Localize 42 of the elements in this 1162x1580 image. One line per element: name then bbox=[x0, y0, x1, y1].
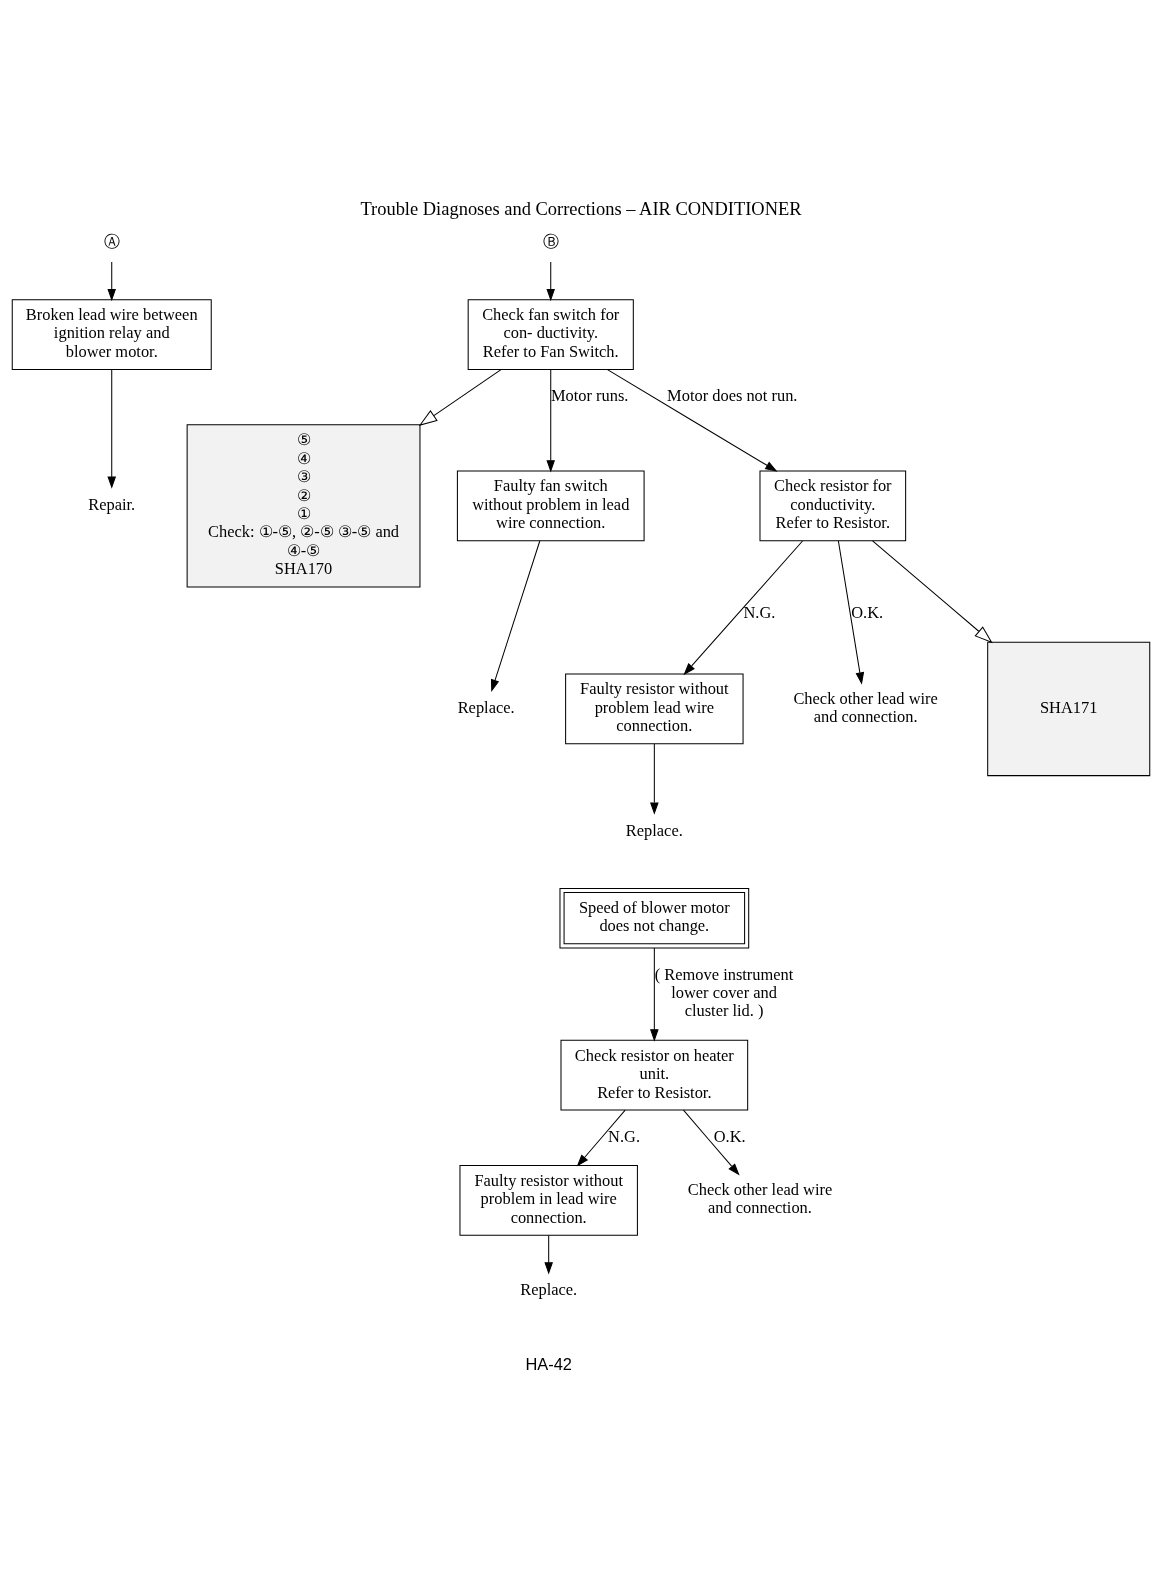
node-text: Check other lead wire and connection. bbox=[687, 1179, 833, 1217]
node-box: ⑤ ④ ③ ② ① Check: ①-⑤, ②-⑤ ③-⑤ and ④-⑤ SHA170 bbox=[186, 423, 421, 587]
node-box: SHA171 bbox=[987, 641, 1151, 776]
node-text: Replace. bbox=[457, 697, 515, 717]
edge-label: Motor runs. bbox=[550, 385, 629, 405]
node-box: Speed of blower motor does not change. bbox=[559, 887, 750, 948]
arrow bbox=[546, 260, 556, 301]
arrow bbox=[107, 260, 117, 301]
arrow bbox=[683, 540, 804, 675]
arrow bbox=[107, 368, 117, 489]
edge-label: Motor does not run. bbox=[667, 385, 798, 405]
node-text: Ⓑ bbox=[542, 231, 559, 251]
arrow bbox=[546, 368, 556, 472]
arrow bbox=[418, 368, 502, 426]
arrow bbox=[837, 540, 865, 685]
arrow bbox=[872, 539, 993, 643]
node-box: Check resistor for conductivity. Refer to Resistor. bbox=[759, 469, 907, 541]
arrow bbox=[490, 540, 541, 692]
edge-label: O.K. bbox=[713, 1126, 746, 1146]
arrow bbox=[544, 1234, 553, 1275]
node-box: Check fan switch for con- ductivity. Refer to Fan Switch. bbox=[467, 298, 634, 370]
diagram-title: Trouble Diagnoses and Corrections – AIR CONDITIONER bbox=[360, 198, 802, 219]
node-box: Broken lead wire between ignition relay and blower motor. bbox=[11, 298, 212, 370]
node-box: Faulty fan switch without problem in lead wire connection. bbox=[456, 469, 645, 541]
arrow bbox=[576, 1109, 626, 1167]
node-box: Check resistor on heater unit. Refer to Resistor. bbox=[560, 1039, 749, 1111]
edge-label: N.G. bbox=[608, 1126, 641, 1146]
node-text: Check other lead wire and connection. bbox=[793, 688, 938, 726]
arrow bbox=[606, 368, 778, 472]
arrow bbox=[650, 743, 659, 815]
label: HA-42 bbox=[525, 1354, 572, 1373]
node-text: Ⓐ bbox=[103, 231, 120, 251]
edge-label: ( Remove instrument lower cover and cluster lid. ) bbox=[654, 964, 794, 1020]
arrow bbox=[650, 947, 659, 1042]
node-text: Replace. bbox=[520, 1279, 578, 1299]
edge-label: O.K. bbox=[851, 602, 884, 622]
edge-label: N.G. bbox=[743, 602, 776, 622]
node-box: Faulty resistor without problem in lead wire connection. bbox=[459, 1164, 638, 1236]
node-text: Repair. bbox=[88, 494, 136, 514]
node-text: Replace. bbox=[625, 820, 683, 840]
node-box: Faulty resistor without problem lead wire connection. bbox=[565, 673, 744, 744]
arrow bbox=[682, 1109, 740, 1176]
